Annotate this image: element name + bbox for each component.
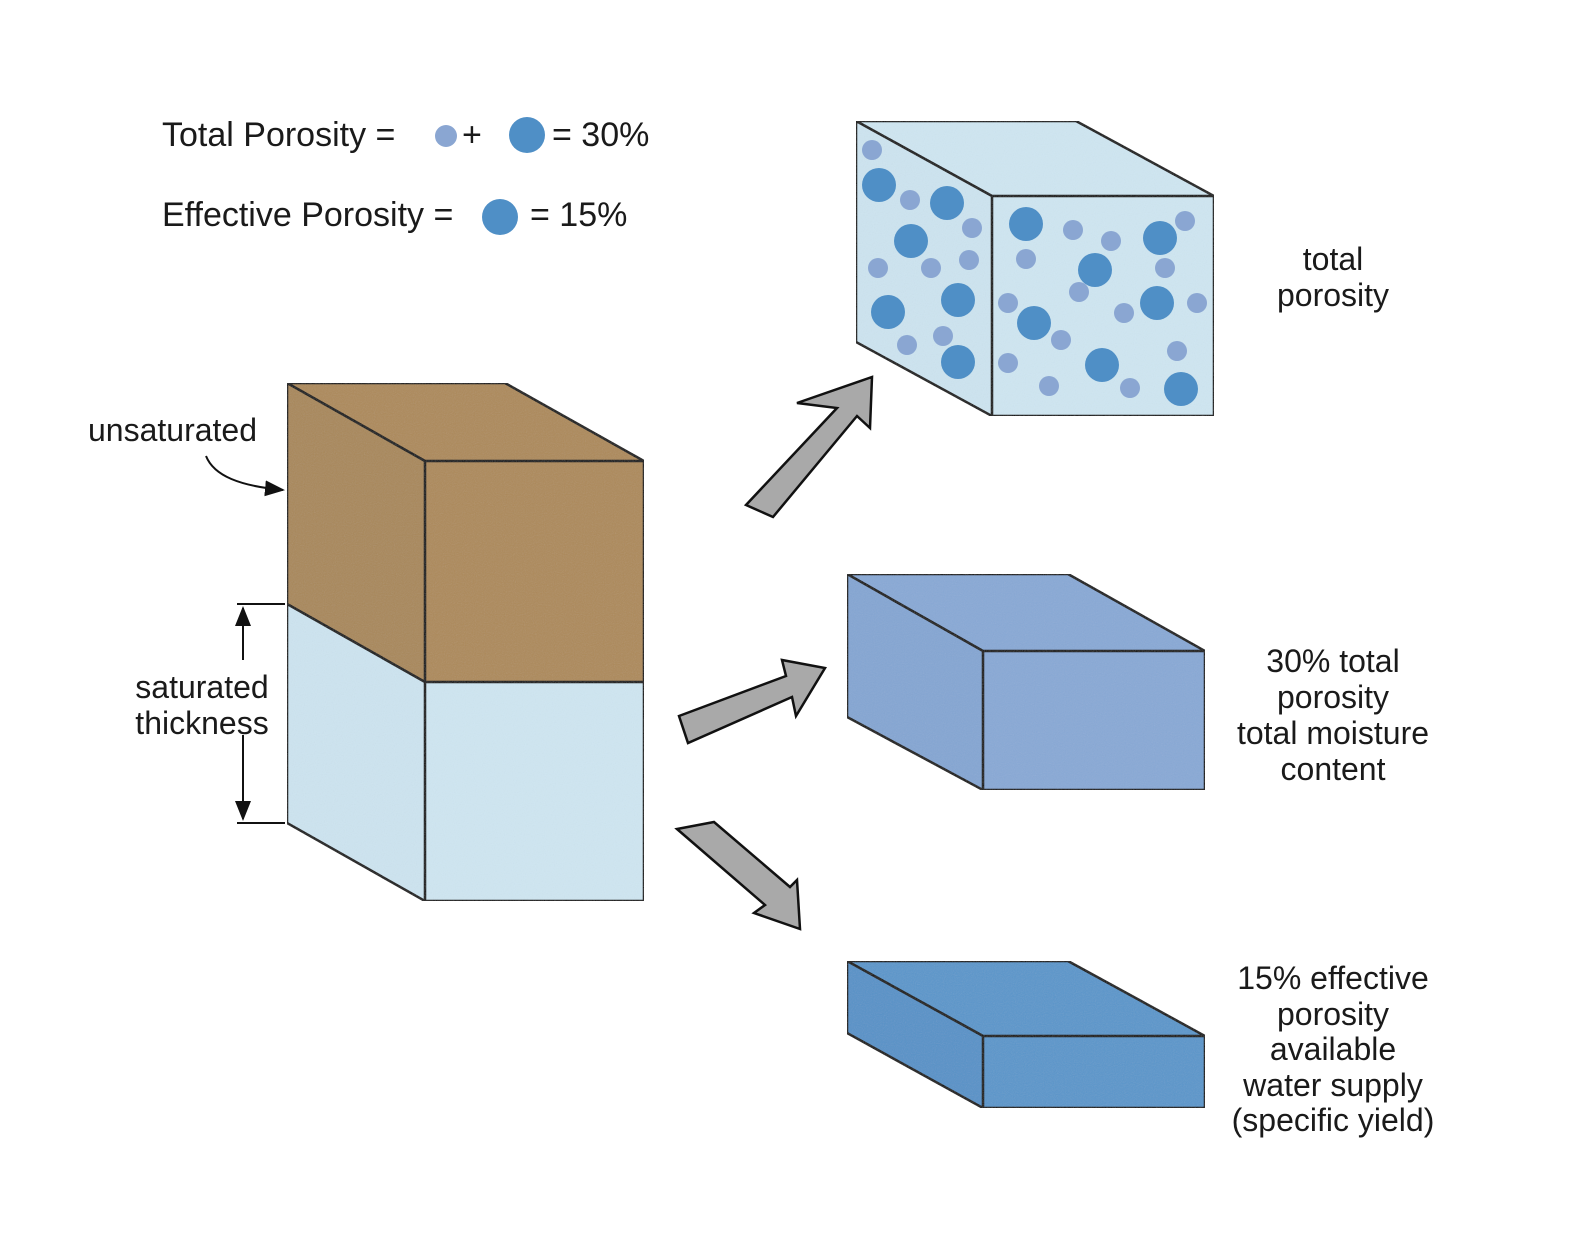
small-pore-icon — [921, 258, 941, 278]
total-moisture-block — [845, 572, 1207, 792]
pores — [862, 140, 1207, 406]
effective-porosity-value: = 15% — [530, 196, 627, 234]
small-pore-icon — [933, 326, 953, 346]
saturated-front-face — [423, 680, 646, 903]
large-pore-icon — [941, 345, 975, 379]
small-pore-icon — [1101, 231, 1121, 251]
effective-caption-line3: available — [1270, 1031, 1396, 1067]
arrows — [674, 375, 874, 931]
unsaturated-front-face — [423, 459, 646, 684]
small-pore-icon — [959, 250, 979, 270]
small-pore-icon — [862, 140, 882, 160]
large-pore-icon — [871, 295, 905, 329]
effective-porosity-label: Effective Porosity = — [162, 196, 453, 234]
total-porosity-label: Total Porosity = — [162, 116, 395, 154]
effective-caption-line4: water supply — [1242, 1067, 1423, 1103]
small-pore-icon — [1155, 258, 1175, 278]
large-pore-icon — [1140, 286, 1174, 320]
small-pore-icon — [900, 190, 920, 210]
small-pore-icon — [1187, 293, 1207, 313]
small-pore-icon — [1051, 330, 1071, 350]
total-porosity-cube — [854, 119, 1216, 418]
small-pore-icon — [1069, 282, 1089, 302]
moisture-caption-line4: content — [1281, 751, 1386, 787]
small-pore-icon — [897, 335, 917, 355]
effective-caption-line1: 15% effective — [1237, 960, 1429, 996]
small-pore-icon — [962, 218, 982, 238]
legend: Total Porosity = + = 30% Effective Poros… — [162, 116, 649, 235]
large-pore-icon — [1009, 207, 1043, 241]
large-pore-icon — [482, 199, 518, 235]
large-pore-icon — [1017, 306, 1051, 340]
small-pore-icon — [998, 293, 1018, 313]
saturated-thickness-dimension — [235, 603, 285, 824]
large-pore-icon — [862, 168, 896, 202]
moisture-front-face — [981, 649, 1207, 792]
effective-porosity-block — [845, 959, 1207, 1110]
effective-caption-line5: (specific yield) — [1232, 1102, 1435, 1138]
small-pore-icon — [998, 353, 1018, 373]
small-pore-icon — [1167, 341, 1187, 361]
large-pore-icon — [894, 224, 928, 258]
plus-sign: + — [462, 116, 482, 154]
soil-column-block — [285, 381, 646, 903]
arrow-to-total-porosity — [743, 375, 874, 519]
small-pore-icon — [1175, 211, 1195, 231]
arrow-to-effective-porosity — [674, 820, 802, 931]
unsaturated-pointer-arrow — [205, 455, 285, 497]
large-pore-icon — [1085, 348, 1119, 382]
arrow-to-total-moisture — [677, 658, 828, 745]
effective-caption-line2: porosity — [1277, 996, 1389, 1032]
large-pore-icon — [1078, 253, 1112, 287]
moisture-caption-line3: total moisture — [1237, 715, 1429, 751]
large-pore-icon — [1164, 372, 1198, 406]
total-porosity-caption-line2: porosity — [1277, 277, 1389, 313]
total-porosity-caption-line1: total — [1303, 241, 1363, 277]
small-pore-icon — [435, 125, 457, 147]
small-pore-icon — [1063, 220, 1083, 240]
large-pore-icon — [930, 186, 964, 220]
saturated-label-line1: saturated — [135, 669, 268, 705]
large-pore-icon — [941, 283, 975, 317]
small-pore-icon — [868, 258, 888, 278]
moisture-caption-line1: 30% total — [1266, 643, 1399, 679]
unsaturated-label: unsaturated — [88, 412, 257, 448]
large-pore-icon — [1143, 221, 1177, 255]
small-pore-icon — [1039, 376, 1059, 396]
saturated-label-line2: thickness — [135, 705, 268, 741]
small-pore-icon — [1114, 303, 1134, 323]
small-pore-icon — [1120, 378, 1140, 398]
large-pore-icon — [509, 117, 545, 153]
effective-front-face — [981, 1034, 1207, 1110]
small-pore-icon — [1016, 249, 1036, 269]
moisture-caption-line2: porosity — [1277, 679, 1389, 715]
total-porosity-value: = 30% — [552, 116, 649, 154]
